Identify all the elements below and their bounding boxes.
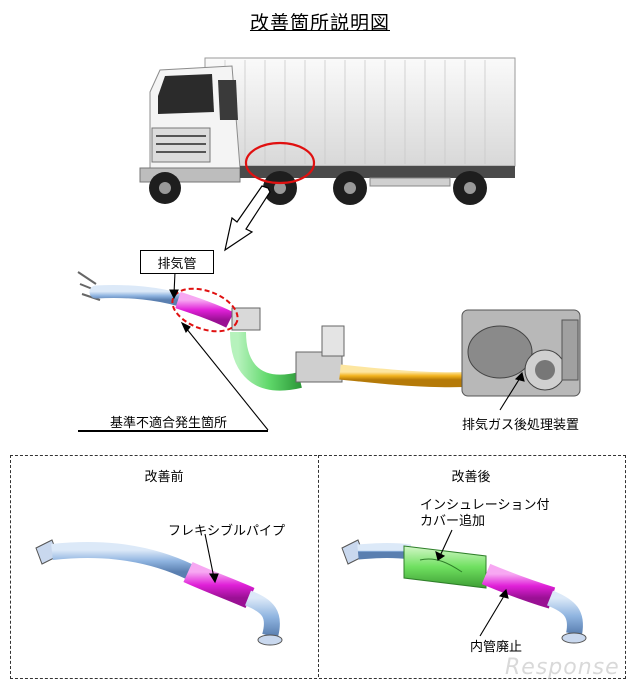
panel-divider <box>318 455 319 677</box>
inner-pipe-removed-label: 内管廃止 <box>470 640 523 655</box>
insulation-label-line2: カバー追加 <box>420 514 486 529</box>
watermark-logo: Response <box>505 655 620 680</box>
before-pipe-illustration <box>35 539 283 646</box>
flexible-pipe-label: フレキシブルパイプ <box>168 524 286 539</box>
truck-illustration <box>139 57 516 205</box>
after-panel-title: 改善後 <box>451 470 491 485</box>
before-panel-title: 改善前 <box>144 470 184 485</box>
exhaust-pipe-label: 排気管 <box>140 250 214 274</box>
noncompliance-leader <box>185 327 269 431</box>
noncompliance-highlight <box>171 287 239 333</box>
pointer-arrow-icon <box>224 185 271 252</box>
aftertreatment-label: 排気ガス後処理装置 <box>462 418 580 433</box>
insulation-leader <box>439 529 453 557</box>
aftertreatment-leader <box>499 377 521 411</box>
flexible-pipe-leader <box>204 533 215 579</box>
exhaust-system-illustration <box>77 271 581 397</box>
inner-pipe-leader <box>479 595 505 637</box>
insulation-label-line1: インシュレーション付 <box>420 498 550 513</box>
after-pipe-illustration <box>341 539 587 644</box>
noncompliance-underline <box>78 430 268 432</box>
insulation-cover-label: インシュレーション付 カバー追加 <box>420 498 549 530</box>
page-title: 改善箇所説明図 <box>249 12 390 34</box>
highlight-ellipse <box>244 141 316 185</box>
noncompliance-location-label: 基準不適合発生箇所 <box>110 416 228 431</box>
